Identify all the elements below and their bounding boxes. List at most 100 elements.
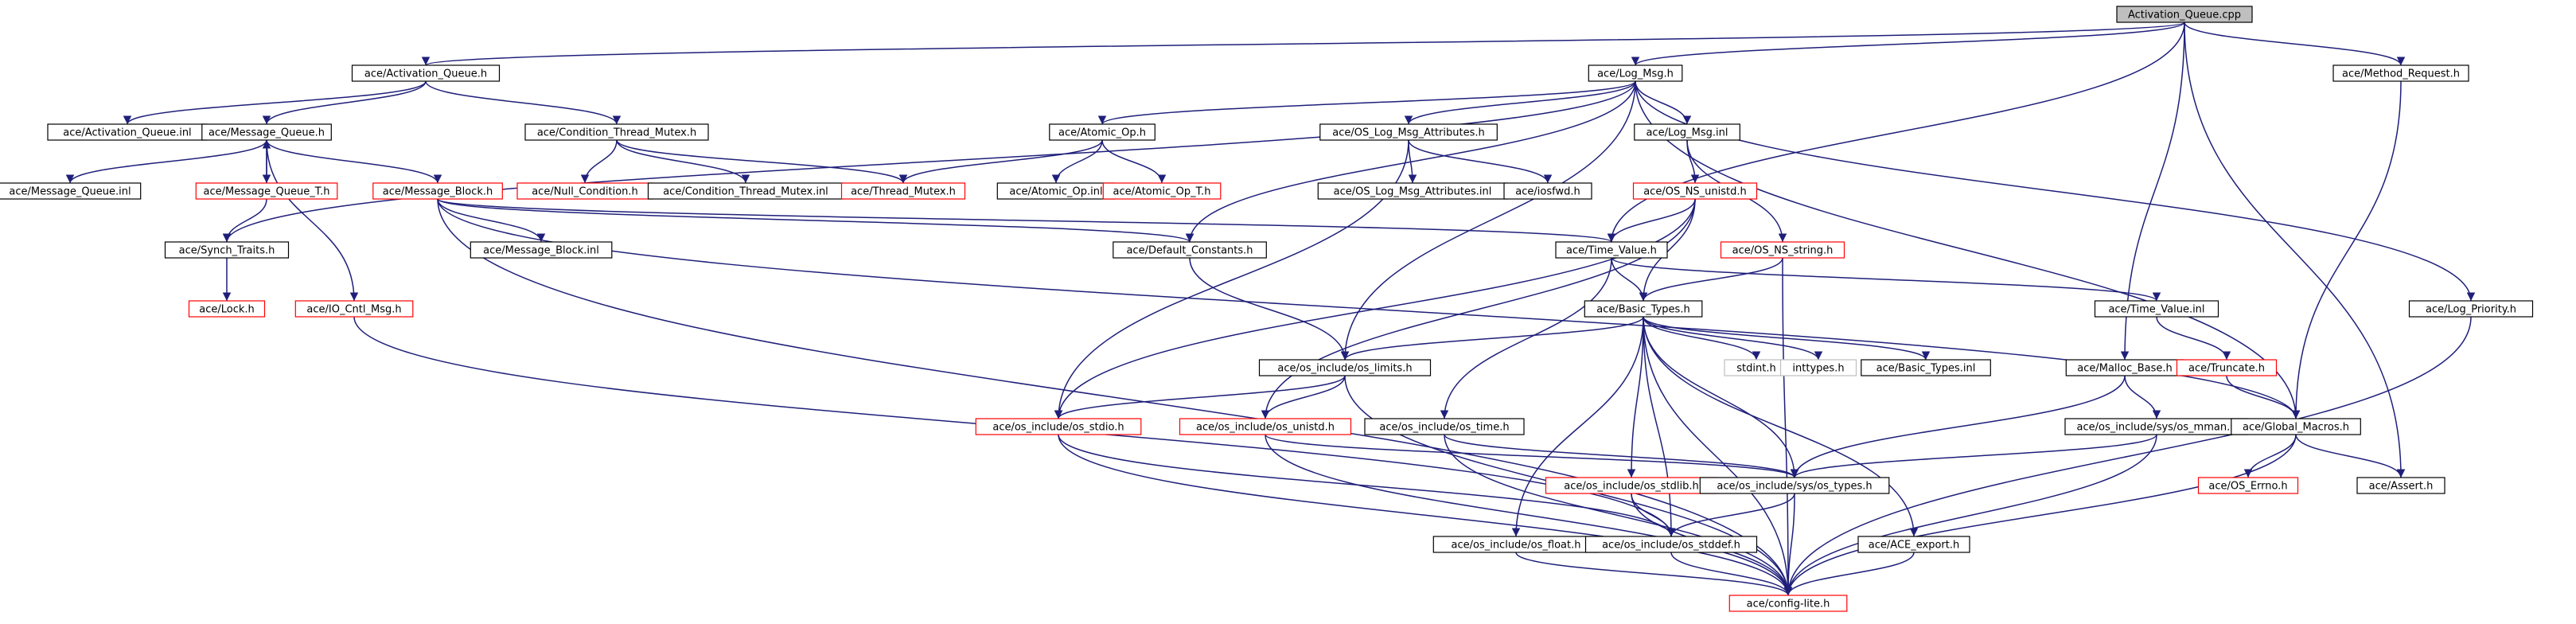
node-ostypes-h[interactable]: ace/os_include/sys/os_types.h xyxy=(1699,477,1890,494)
node-box xyxy=(1588,64,1683,82)
node-defconst-h[interactable]: ace/Default_Constants.h xyxy=(1113,241,1267,259)
node-basictypes-inl[interactable]: ace/Basic_Types.inl xyxy=(1861,359,1991,376)
node-osstddef-h[interactable]: ace/os_include/os_stddef.h xyxy=(1584,536,1758,553)
node-nullcond-h[interactable]: ace/Null_Condition.h xyxy=(516,182,653,200)
edge-basictypes-h-to-stdint-h xyxy=(1643,316,1761,361)
node-osstdio-h[interactable]: ace/os_include/os_stdio.h xyxy=(975,418,1142,435)
node-root[interactable]: Activation_Queue.cpp xyxy=(2116,6,2253,23)
node-label: ace/OS_Log_Msg_Attributes.h xyxy=(1332,127,1484,139)
edge-logmsg-h-to-synch-h xyxy=(222,80,1636,243)
node-stdint-h[interactable]: stdint.h xyxy=(1724,359,1789,376)
edge-logmsg-h-to-oslog-h xyxy=(1404,80,1636,125)
node-label: ace/Log_Msg.h xyxy=(1597,68,1674,80)
node-timeval-h[interactable]: ace/Time_Value.h xyxy=(1555,241,1668,259)
node-osmman-h[interactable]: ace/os_include/sys/os_mman.h xyxy=(2064,418,2249,435)
node-atomic-inl[interactable]: ace/Atomic_Op.inl xyxy=(996,182,1116,200)
node-box xyxy=(1699,477,1890,494)
node-timeval-inl[interactable]: ace/Time_Value.inl xyxy=(2094,300,2219,318)
edge-osnsunistd-h-to-osstdio-h xyxy=(1054,198,1696,419)
edge-osstdio-h-to-configlite-h xyxy=(1058,434,1793,596)
node-aceexport-h[interactable]: ace/ACE_export.h xyxy=(1857,536,1970,553)
node-mb-h[interactable]: ace/Message_Block.h xyxy=(372,182,503,200)
node-mqt-h[interactable]: ace/Message_Queue_T.h xyxy=(195,182,338,200)
node-ctm-inl[interactable]: ace/Condition_Thread_Mutex.inl xyxy=(647,182,844,200)
node-box xyxy=(1049,123,1155,141)
node-label: ace/ACE_export.h xyxy=(1869,540,1959,552)
edge-oslimits-h-to-osunistd-h xyxy=(1261,375,1346,419)
edge-osnsunistd-h-to-basictypes-h xyxy=(1639,198,1696,302)
edge-defconst-h-to-oslimits-h xyxy=(1189,257,1350,361)
node-box xyxy=(1861,359,1991,376)
node-osstdlib-h[interactable]: ace/os_include/os_stdlib.h xyxy=(1545,477,1718,494)
node-mb-inl[interactable]: ace/Message_Block.inl xyxy=(470,241,613,259)
edge-osstdio-h-to-osstddef-h xyxy=(1058,434,1676,537)
node-iocntl-h[interactable]: ace/IO_Cntl_Msg.h xyxy=(294,300,414,318)
node-mq-h[interactable]: ace/Message_Queue.h xyxy=(201,123,332,141)
edge-aq-h-to-ctm-h xyxy=(425,80,622,125)
node-inttypes-h[interactable]: inttypes.h xyxy=(1779,359,1857,376)
node-label: ace/Basic_Types.h xyxy=(1596,304,1689,316)
node-logprio-h[interactable]: ace/Log_Priority.h xyxy=(2408,300,2534,318)
edge-basictypes-h-to-configlite-h xyxy=(1643,316,1793,596)
node-logmsg-inl[interactable]: ace/Log_Msg.inl xyxy=(1634,123,1740,141)
node-lock-h[interactable]: ace/Lock.h xyxy=(188,300,266,318)
node-osfloat-h[interactable]: ace/os_include/os_float.h xyxy=(1432,536,1600,553)
node-basictypes-h[interactable]: ace/Basic_Types.h xyxy=(1584,300,1703,318)
node-label: ace/Lock.h xyxy=(199,304,255,316)
node-box xyxy=(1503,182,1592,200)
node-atomict-h[interactable]: ace/Atomic_Op_T.h xyxy=(1102,182,1222,200)
node-label: ace/Message_Block.inl xyxy=(483,245,599,257)
node-globalmacros-h[interactable]: ace/Global_Macros.h xyxy=(2231,418,2361,435)
node-assert-h[interactable]: ace/Assert.h xyxy=(2356,477,2445,494)
node-configlite-h[interactable]: ace/config-lite.h xyxy=(1728,595,1848,612)
node-ostime-h[interactable]: ace/os_include/os_time.h xyxy=(1364,418,1525,435)
node-ctm-h[interactable]: ace/Condition_Thread_Mutex.h xyxy=(524,123,709,141)
edge-ostime-h-to-ostypes-h xyxy=(1444,434,1799,478)
edge-globalmacros-h-to-oserrno-h xyxy=(2243,434,2297,478)
node-label: ace/Thread_Mutex.h xyxy=(851,186,956,198)
node-malloc-h[interactable]: ace/Malloc_Base.h xyxy=(2065,359,2184,376)
node-label: ace/Truncate.h xyxy=(2188,363,2265,375)
edge-root-to-aq-h xyxy=(422,21,2185,66)
edge-root-to-logmsg-h xyxy=(1631,21,2185,66)
node-box xyxy=(1555,241,1668,259)
edge-aq-h-to-aq-inl xyxy=(123,80,427,125)
edge-mb-h-to-configlite-h xyxy=(437,198,1793,596)
node-label: ace/Synch_Traits.h xyxy=(179,245,275,257)
node-iosfwd-h[interactable]: ace/iosfwd.h xyxy=(1503,182,1592,200)
node-osnsstring-h[interactable]: ace/OS_NS_string.h xyxy=(1720,241,1845,259)
node-label: ace/Condition_Thread_Mutex.h xyxy=(537,127,696,139)
node-aq-h[interactable]: ace/Activation_Queue.h xyxy=(351,64,501,82)
node-oslimits-h[interactable]: ace/os_include/os_limits.h xyxy=(1258,359,1432,376)
node-box xyxy=(0,182,142,200)
node-box xyxy=(2332,64,2469,82)
edge-logmsg-h-to-globalmacros-h xyxy=(1635,80,2301,419)
node-oslog-inl[interactable]: ace/OS_Log_Msg_Attributes.inl xyxy=(1317,182,1508,200)
node-label: ace/OS_Errno.h xyxy=(2208,481,2287,493)
node-label: ace/Method_Request.h xyxy=(2342,68,2460,80)
node-label: ace/Activation_Queue.inl xyxy=(63,127,191,139)
node-label: ace/Message_Queue.h xyxy=(208,127,325,139)
node-mq-inl[interactable]: ace/Message_Queue.inl xyxy=(0,182,142,200)
edge-logprio-h-to-configlite-h xyxy=(1783,316,2472,596)
node-oserrno-h[interactable]: ace/OS_Errno.h xyxy=(2197,477,2299,494)
node-box xyxy=(2197,477,2299,494)
node-box xyxy=(1728,595,1848,612)
node-method-req[interactable]: ace/Method_Request.h xyxy=(2332,64,2469,82)
node-box xyxy=(195,182,338,200)
edge-mb-h-to-globalmacros-h xyxy=(437,198,2301,419)
node-label: ace/Log_Priority.h xyxy=(2426,304,2516,316)
node-thrmutex-h[interactable]: ace/Thread_Mutex.h xyxy=(840,182,966,200)
edge-malloc-h-to-ostypes-h xyxy=(1790,375,2126,478)
node-box xyxy=(840,182,966,200)
node-oslog-h[interactable]: ace/OS_Log_Msg_Attributes.h xyxy=(1319,123,1498,141)
node-label: inttypes.h xyxy=(1792,363,1844,375)
node-osnsunistd-h[interactable]: ace/OS_NS_unistd.h xyxy=(1632,182,1758,200)
node-truncate-h[interactable]: ace/Truncate.h xyxy=(2176,359,2278,376)
node-aq-inl[interactable]: ace/Activation_Queue.inl xyxy=(47,123,208,141)
node-atomic-h[interactable]: ace/Atomic_Op.h xyxy=(1049,123,1155,141)
node-logmsg-h[interactable]: ace/Log_Msg.h xyxy=(1588,64,1683,82)
node-osunistd-h[interactable]: ace/os_include/os_unistd.h xyxy=(1179,418,1352,435)
node-synch-h[interactable]: ace/Synch_Traits.h xyxy=(164,241,290,259)
